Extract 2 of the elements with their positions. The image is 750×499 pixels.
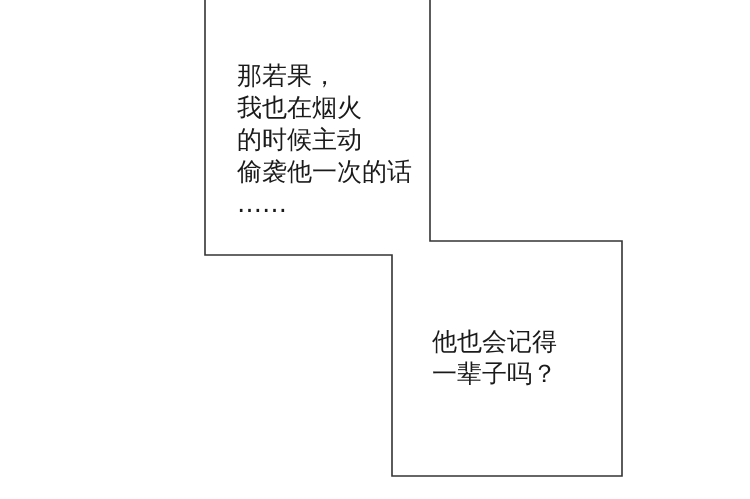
speech-text: 他也会记得一辈子吗？ [432, 326, 557, 390]
speech-text: 那若果，我也在烟火的时候主动偷袭他一次的话…… [237, 60, 412, 220]
